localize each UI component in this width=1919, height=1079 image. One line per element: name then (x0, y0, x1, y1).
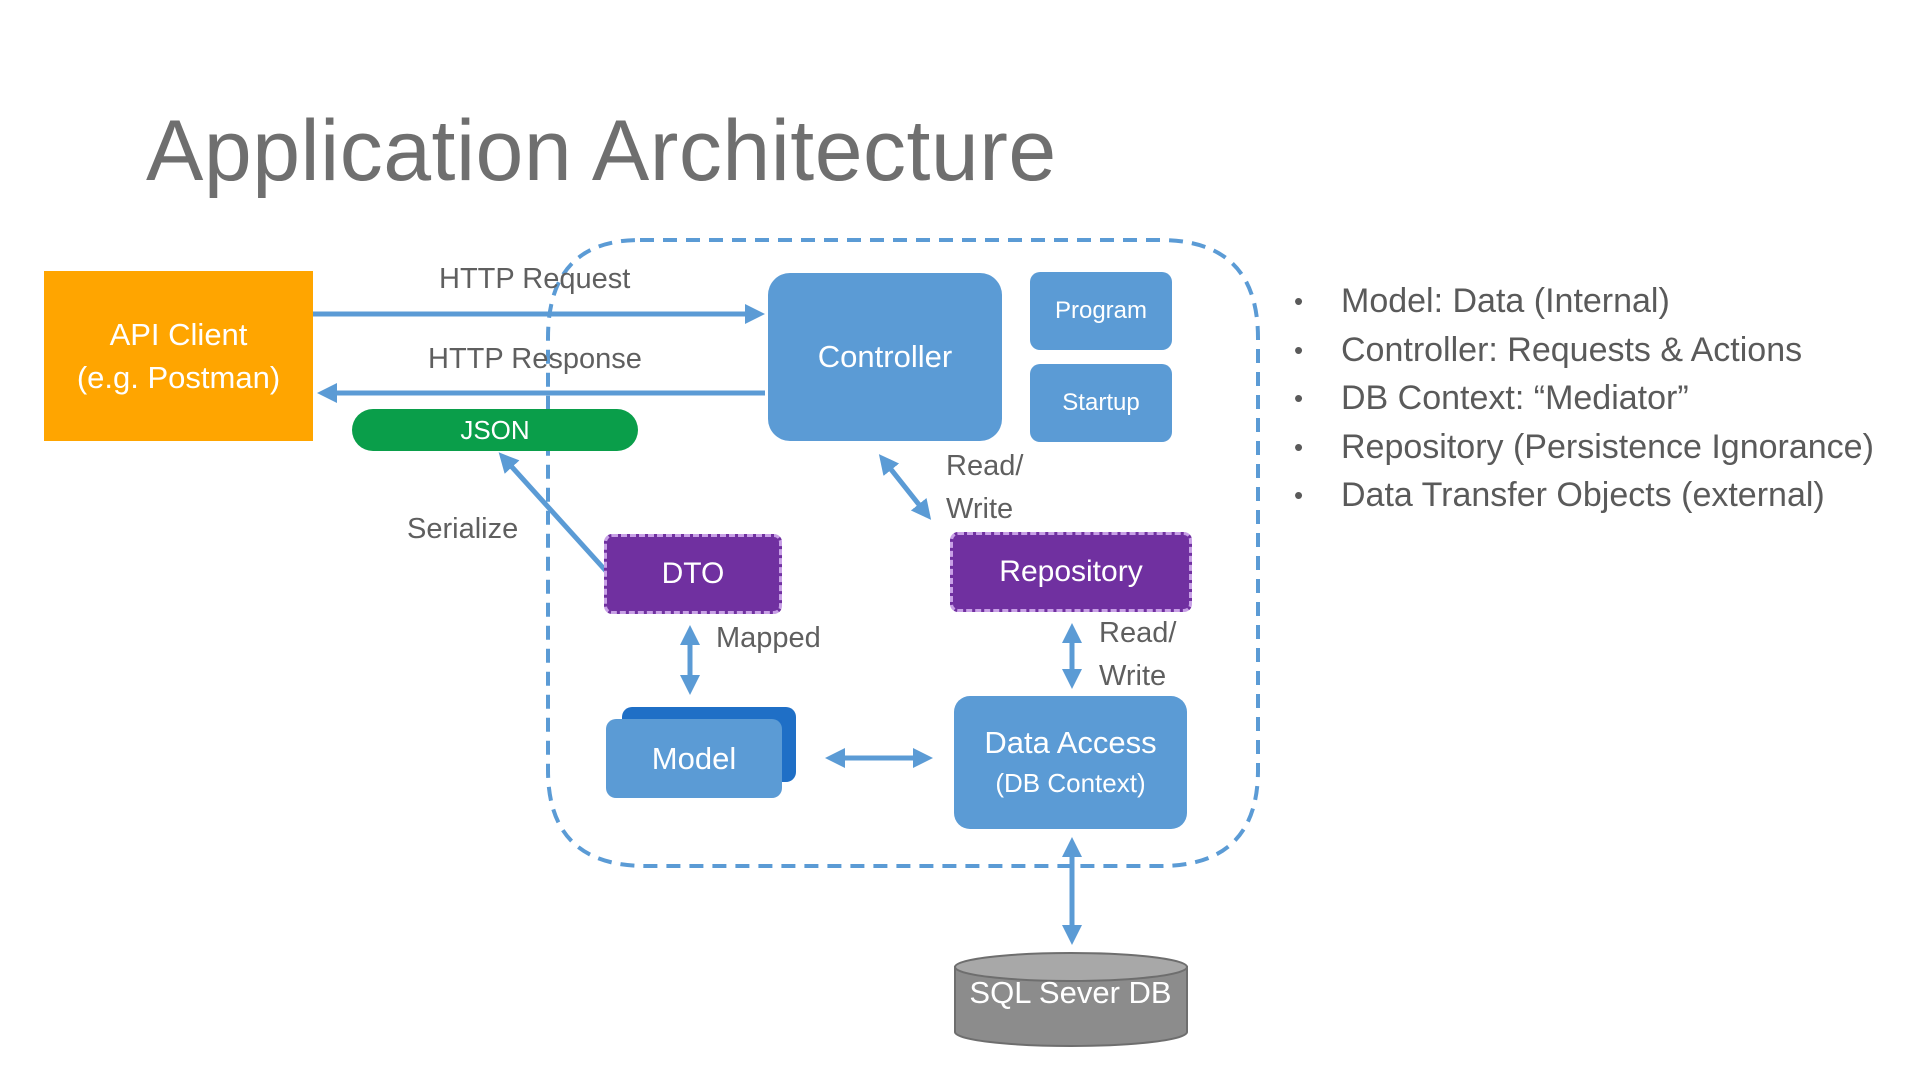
note-text: Model: Data (Internal) (1341, 282, 1670, 320)
controller-repository-label-write: Write (946, 493, 1014, 525)
json-pill: JSON (352, 409, 638, 451)
data-access-label: Data Access (984, 724, 1157, 760)
controller-box: Controller (768, 273, 1002, 441)
bullet-marker: • (1294, 334, 1304, 365)
startup-box: Startup (1030, 364, 1172, 442)
model-label: Model (651, 740, 737, 776)
controller-repository-label-read: Read/ (946, 450, 1024, 482)
note-item: • Controller: Requests & Actions (1290, 326, 1874, 375)
note-text: Repository (Persistence Ignorance) (1341, 427, 1874, 466)
application-boundary (546, 238, 1260, 868)
json-label: JSON (460, 414, 530, 445)
bullet-marker: • (1294, 480, 1304, 510)
note-text: Data Transfer Objects (external) (1341, 476, 1825, 514)
api-client-box: API Client (e.g. Postman) (44, 271, 313, 441)
bullet-marker: • (1294, 431, 1304, 462)
note-item: • DB Context: “Mediator” (1290, 374, 1874, 423)
program-box: Program (1030, 272, 1172, 350)
note-text: Controller: Requests & Actions (1341, 330, 1803, 369)
model-box: Model (606, 719, 782, 798)
serialize-arrow (498, 452, 608, 573)
http-response-label: HTTP Response (428, 343, 642, 375)
data-access-sublabel: (DB Context) (995, 767, 1146, 798)
serialize-label: Serialize (407, 513, 519, 545)
http-request-label: HTTP Request (439, 263, 631, 295)
note-item: • Data Transfer Objects (external) (1290, 471, 1874, 520)
repository-data-access-label-write: Write (1099, 660, 1167, 692)
database-label: SQL Sever DB (969, 975, 1172, 1010)
note-text: DB Context: “Mediator” (1341, 379, 1689, 417)
dto-label: DTO (661, 557, 725, 590)
startup-label: Startup (1062, 389, 1140, 416)
program-label: Program (1054, 297, 1148, 324)
repository-data-access-label-read: Read/ (1099, 617, 1177, 649)
bullet-marker: • (1294, 383, 1304, 413)
repository-label: Repository (999, 555, 1143, 588)
api-client-label: API Client (109, 317, 248, 352)
data-access-box: Data Access (DB Context) (954, 696, 1187, 829)
controller-repository-arrow (878, 454, 932, 520)
notes-list: • Model: Data (Internal) • Controller: Req… (1290, 277, 1874, 520)
note-item: • Model: Data (Internal) (1290, 277, 1874, 326)
dto-model-label: Mapped (716, 622, 821, 654)
note-item: • Repository (Persistence Ignorance) (1290, 423, 1874, 472)
api-client-sublabel: (e.g. Postman) (76, 360, 281, 395)
bullet-marker: • (1294, 286, 1304, 316)
slide-title: Application Architecture (146, 103, 1057, 199)
controller-label: Controller (817, 339, 953, 374)
dto-box: DTO (604, 534, 782, 614)
database-cylinder (954, 952, 1188, 1047)
repository-box: Repository (950, 532, 1192, 612)
